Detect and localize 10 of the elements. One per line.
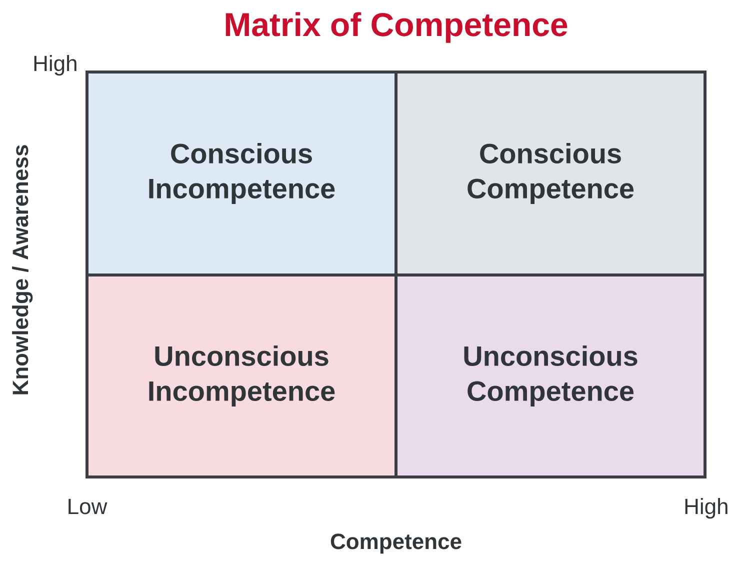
quadrant-box: Unconscious Incompetence xyxy=(86,274,398,478)
axis-title: Competence xyxy=(330,534,462,554)
axis-end-label: Low xyxy=(68,498,108,514)
axis-end-label: High xyxy=(34,55,76,76)
axis-title: Knowledge / Awareness xyxy=(12,145,33,394)
quadrant-box: Conscious Incompetence xyxy=(86,70,398,276)
quadrant-box: Unconscious Competence xyxy=(394,274,706,478)
quadrant-box: Conscious Competence xyxy=(394,70,706,276)
title: Matrix of Competence xyxy=(226,12,568,43)
axis-end-label: High xyxy=(685,498,728,519)
